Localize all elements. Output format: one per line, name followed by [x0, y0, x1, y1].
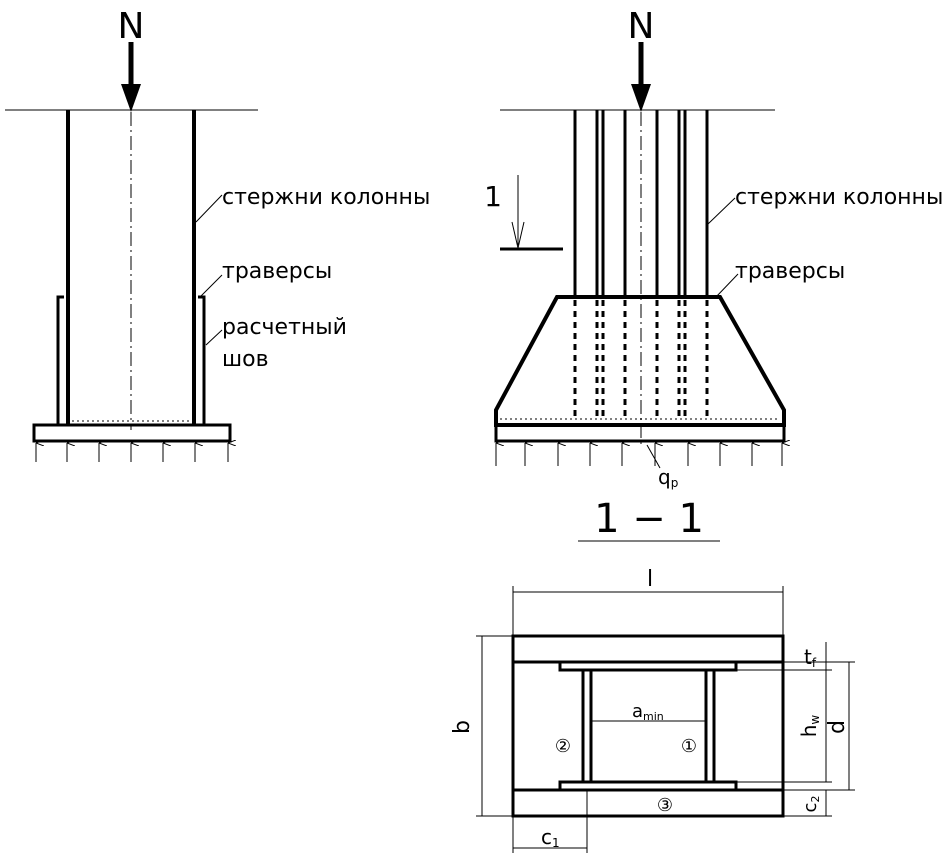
section-traverse-top — [511, 634, 785, 664]
left-load-label: N — [118, 6, 145, 47]
dim-c1-label: c1 — [541, 825, 560, 850]
section-traverse-bottom — [511, 788, 785, 818]
left-leader-weld — [205, 329, 223, 346]
right-leader-rods — [707, 197, 736, 225]
zone-marker-1: ① — [681, 736, 697, 757]
left-load-arrow-head — [121, 84, 141, 112]
right-pressure-arrows — [495, 443, 782, 466]
dim-c2-label: c2 — [800, 796, 822, 813]
left-label-rods: стержни колонны — [222, 185, 430, 210]
right-label-rods: стержни колонны — [735, 185, 943, 210]
right-leader-traverses — [715, 273, 739, 298]
section-view: 1 − 1 amin ② ① ③ l b c1 — [450, 496, 855, 853]
left-base-plate — [32, 423, 232, 443]
left-label-traverses: траверсы — [222, 259, 332, 284]
right-load-arrow-head — [631, 84, 651, 112]
left-label-weld-line2: шов — [222, 347, 269, 372]
zone-marker-2: ② — [555, 736, 571, 757]
left-view: N стержни колонны траверсы расчетный — [5, 6, 430, 462]
right-load-label: N — [628, 6, 655, 47]
right-column-rods — [573, 110, 709, 297]
dim-amin-label: amin — [632, 701, 664, 723]
dim-d-label: d — [825, 720, 850, 734]
right-base-plate — [494, 423, 786, 443]
left-traverse-right — [198, 295, 206, 425]
dim-l-label: l — [647, 567, 653, 592]
left-leader-traverses — [199, 274, 223, 298]
left-label-weld-line1: расчетный — [222, 315, 347, 340]
section-flange-top — [558, 660, 738, 672]
section-title: 1 − 1 — [594, 496, 704, 542]
right-pressure-label: qp — [658, 465, 678, 490]
right-section-mark: 1 — [484, 180, 502, 213]
right-traverse — [494, 295, 786, 427]
dim-b-label: b — [450, 720, 475, 734]
section-flange-bottom — [558, 780, 738, 792]
dim-tf-label: tf — [804, 645, 817, 670]
section-web-left — [581, 668, 593, 784]
right-hidden-rods — [573, 300, 709, 420]
zone-marker-3: ③ — [657, 795, 673, 816]
left-leader-rods — [195, 194, 223, 223]
right-view: N — [484, 6, 943, 490]
section-web-right — [704, 668, 716, 784]
right-label-traverses: траверсы — [735, 259, 845, 284]
right-pressure-leader — [646, 444, 661, 469]
left-traverse-left — [56, 295, 64, 425]
left-pressure-arrows — [35, 443, 228, 462]
dim-hw-label: hw — [797, 715, 822, 738]
